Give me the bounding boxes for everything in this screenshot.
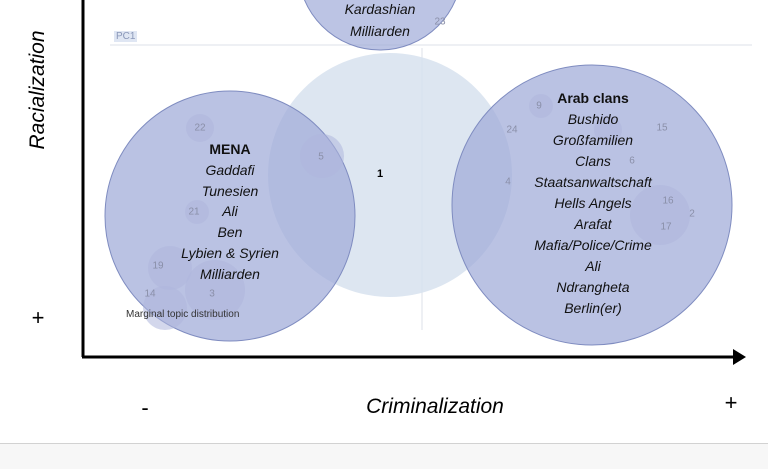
- topic-number: 16: [662, 195, 674, 207]
- y-axis-plus: +: [31, 305, 45, 330]
- cluster-term: Bushido: [567, 111, 619, 127]
- topic-number: 21: [188, 206, 200, 218]
- topic-number: 4: [505, 176, 511, 188]
- topic-number: 3: [209, 288, 215, 300]
- bottom-bar: [0, 443, 768, 469]
- topic-number: 23: [434, 16, 446, 28]
- x-axis-arrowhead: [733, 349, 746, 365]
- cluster-term: Milliarden: [200, 266, 260, 282]
- cluster-term: Ali: [585, 258, 601, 274]
- cluster-title-arab-clans: Arab clans: [557, 90, 629, 106]
- cluster-term: Clans: [575, 153, 611, 169]
- y-axis-label: Racialization: [26, 30, 49, 150]
- topic-number: 6: [629, 155, 635, 167]
- cluster-term: Milliarden: [350, 23, 410, 39]
- topic-number: 1: [376, 168, 384, 180]
- cluster-term: Arafat: [574, 216, 612, 232]
- marginal-topic-label: Marginal topic distribution: [126, 309, 240, 320]
- cluster-term: Berlin(er): [564, 300, 622, 316]
- topic-number: 5: [318, 151, 324, 163]
- cluster-term: Staatsanwaltschaft: [534, 174, 652, 190]
- topic-number: 15: [656, 122, 668, 134]
- cluster-term: Ndrangheta: [556, 279, 630, 295]
- cluster-term: Tunesien: [201, 183, 259, 199]
- cluster-term: Kardashian: [344, 1, 416, 17]
- topic-number: 19: [152, 260, 164, 272]
- topic-number: 24: [506, 124, 518, 136]
- small-topic-bubbles: [143, 94, 690, 330]
- pc1-label: PC1: [114, 31, 138, 42]
- topic-number: 2: [689, 208, 695, 220]
- topic-number: 14: [144, 288, 156, 300]
- cluster-term: Mafia/Police/Crime: [534, 237, 652, 253]
- x-axis-plus: +: [724, 390, 738, 415]
- topic-number: 9: [536, 100, 542, 112]
- cluster-term: Ali: [222, 203, 238, 219]
- topic-bubble-top: [303, 0, 457, 51]
- topic-bubble-arab-clans: [451, 64, 733, 346]
- cluster-term: Großfamilien: [552, 132, 634, 148]
- x-axis-minus: -: [141, 395, 149, 420]
- cluster-term: Ben: [217, 224, 243, 240]
- cluster-title-mena: MENA: [209, 141, 251, 157]
- topic-number: 22: [194, 122, 206, 134]
- cluster-term: Lybien & Syrien: [181, 245, 279, 261]
- cluster-term: Gaddafi: [205, 162, 255, 178]
- x-axis-label: Criminalization: [366, 395, 504, 418]
- cluster-term: Hells Angels: [554, 195, 632, 211]
- topic-number: 17: [660, 221, 672, 233]
